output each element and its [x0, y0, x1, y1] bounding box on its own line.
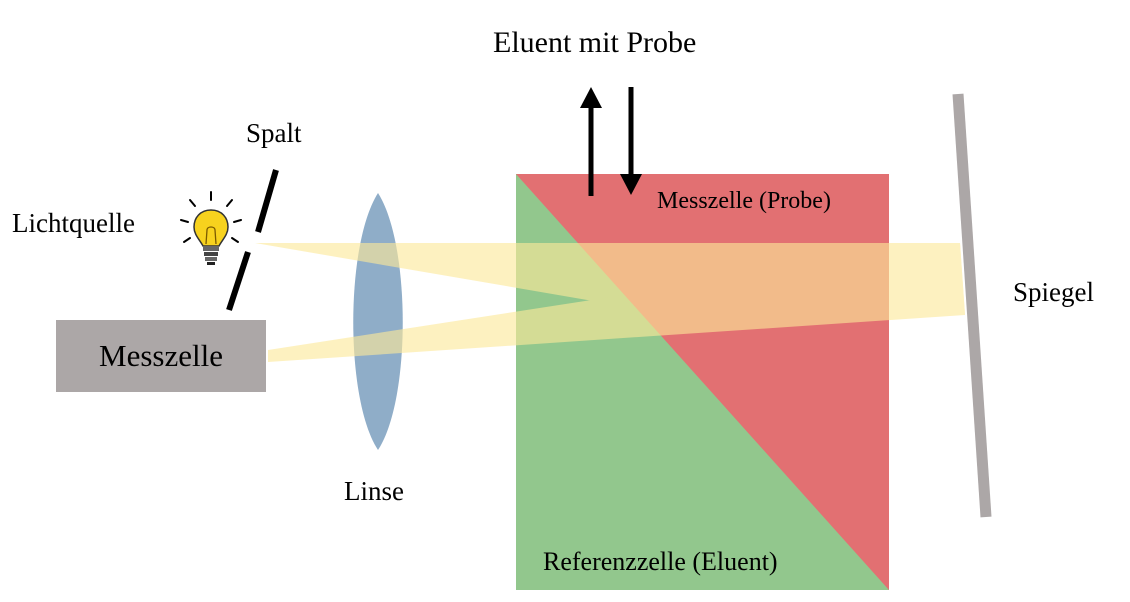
slit [226, 169, 279, 311]
lightbulb-icon [180, 191, 242, 265]
flow-cell [516, 174, 889, 590]
measuring-cell-box: Messzelle [56, 320, 266, 392]
eluent-flow-label: Eluent mit Probe [493, 26, 697, 59]
measuring-cell-label: Messzelle [99, 338, 223, 373]
reference-cell-label: Referenzzelle (Eluent) [543, 547, 778, 576]
light-beams [255, 243, 965, 362]
slit-label: Spalt [246, 118, 302, 148]
lens [353, 193, 403, 450]
light-source-label: Lichtquelle [12, 208, 135, 238]
lens-label: Linse [344, 476, 404, 506]
slit-lower-blade [226, 251, 251, 311]
sample-cell-label: Messzelle (Probe) [657, 188, 831, 214]
mirror [952, 93, 992, 518]
mirror-label: Spiegel [1013, 277, 1094, 307]
arrow-up-icon [580, 87, 602, 196]
arrow-down-icon [620, 87, 642, 195]
beam-returning [268, 243, 965, 362]
slit-upper-blade [255, 169, 279, 233]
flow-arrows [580, 87, 642, 196]
